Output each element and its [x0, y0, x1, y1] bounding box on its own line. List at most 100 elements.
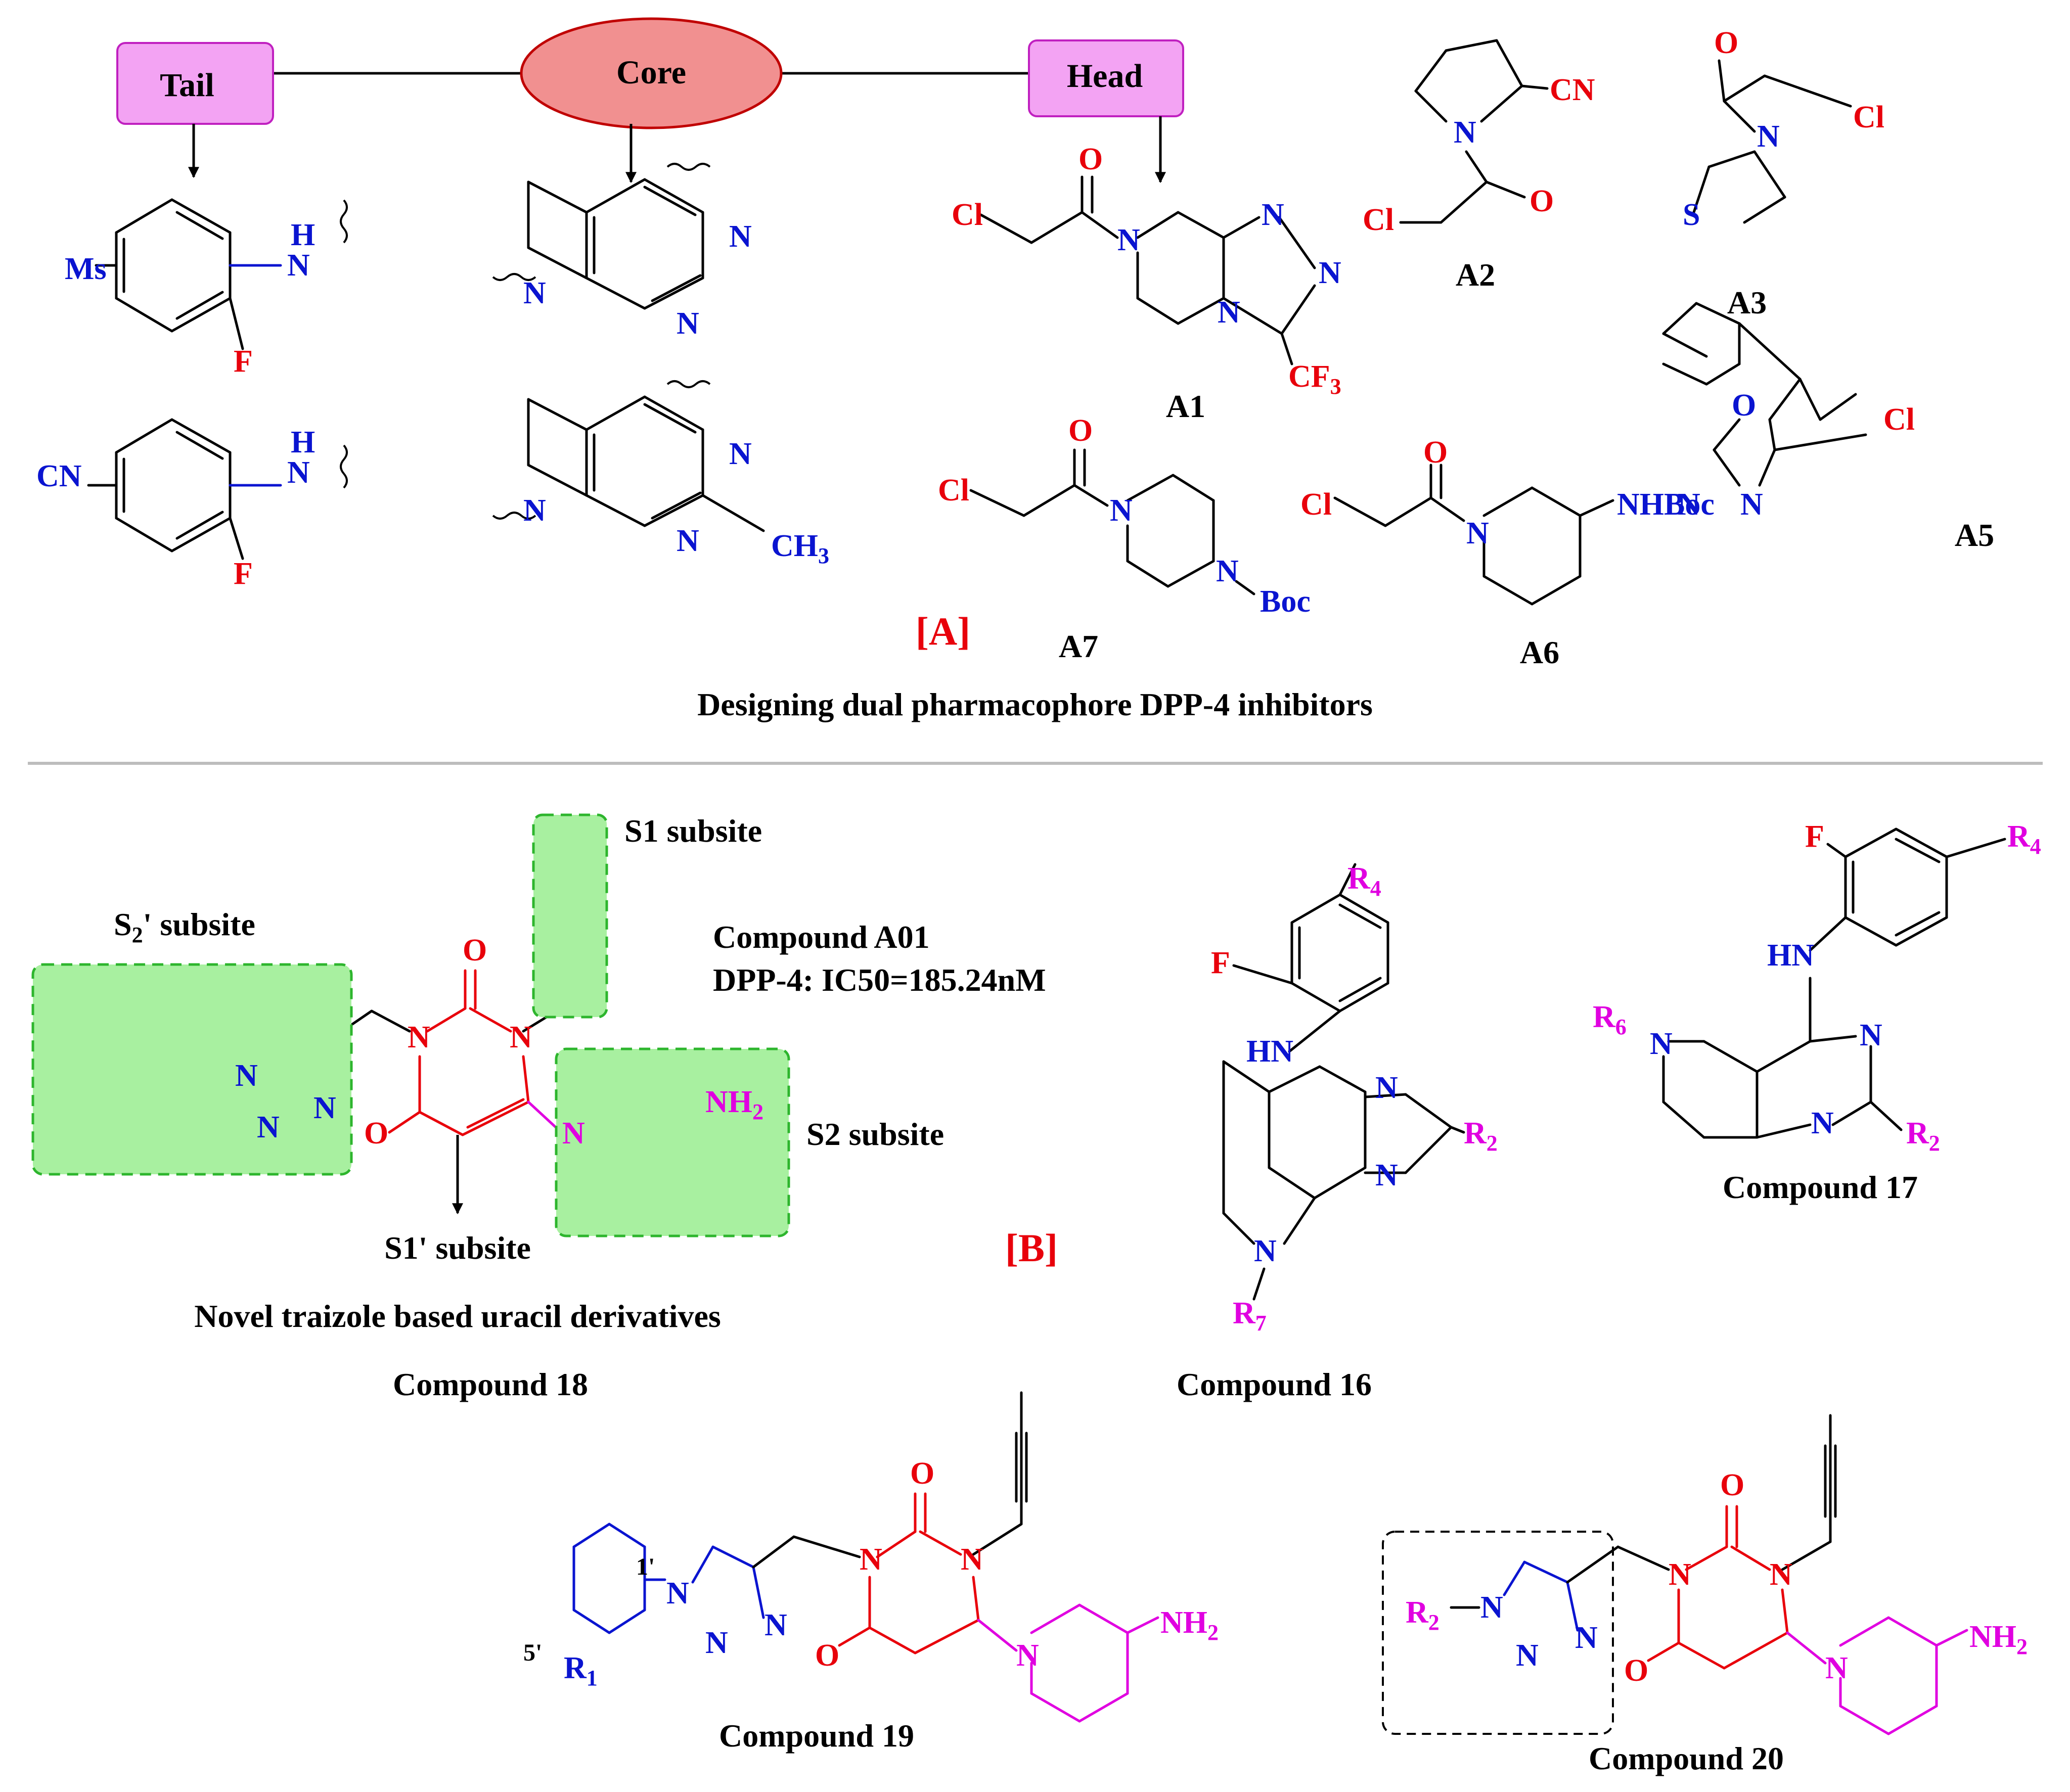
bond — [711, 1545, 755, 1569]
bond — [1177, 211, 1225, 239]
chlorine: Cl — [1853, 100, 1884, 134]
s2-highlight — [555, 1047, 790, 1237]
r-text: R — [1233, 1296, 1256, 1330]
uracil-o: O — [910, 1456, 934, 1491]
nh-text: NH — [1160, 1605, 1207, 1640]
piperidine-n: N — [1825, 1651, 1848, 1685]
bond — [691, 1545, 714, 1584]
bond — [1826, 843, 1847, 858]
bond — [115, 198, 173, 234]
piperidine-n: N — [523, 493, 546, 528]
bond — [1887, 1705, 1938, 1735]
triazole-n: N — [313, 1091, 336, 1125]
bond — [1222, 216, 1261, 239]
nh-text: NH — [705, 1085, 752, 1119]
panel-a: Tail Core Head — [116, 17, 1184, 183]
piperidine-n: N — [523, 276, 546, 310]
subscript: 7 — [1255, 1311, 1267, 1336]
subscript: 1 — [587, 1666, 598, 1690]
bond — [469, 1007, 512, 1033]
tail-label: Tail — [160, 67, 214, 104]
bond — [876, 1530, 917, 1558]
wavy-mark — [492, 273, 536, 281]
fluorine: F — [1805, 819, 1824, 854]
bond — [1662, 1100, 1705, 1139]
bond — [1773, 433, 1867, 451]
bond — [1429, 496, 1465, 522]
pyrimidine-n: N — [677, 306, 699, 341]
r1-group: R1 — [564, 1651, 598, 1690]
carbonyl-o: O — [1068, 413, 1093, 448]
chlorine: Cl — [938, 473, 969, 508]
subscript: 2 — [752, 1099, 763, 1124]
bond — [1713, 448, 1741, 487]
bond — [972, 1576, 980, 1622]
carbonyl-o: O — [1714, 26, 1738, 60]
bond — [1485, 180, 1526, 199]
triazole-dashed-box — [1382, 1531, 1614, 1735]
bond — [643, 395, 704, 431]
bond — [175, 211, 224, 240]
compound-a01-activity: DPP-4: IC50=185.24nM — [713, 962, 1046, 998]
uracil-n: N — [1770, 1557, 1792, 1592]
bond — [643, 403, 697, 434]
triazole-n: N — [1575, 1621, 1598, 1655]
bond — [1338, 893, 1389, 924]
bond — [1078, 1603, 1129, 1634]
bond — [1768, 418, 1776, 451]
bond — [1616, 1545, 1670, 1571]
fluorine: F — [234, 557, 253, 591]
uracil-n: N — [408, 1020, 430, 1054]
uracil-caption: Novel traizole based uracil derivatives — [194, 1298, 721, 1334]
subscript: 2 — [1487, 1131, 1498, 1156]
r4-group: R4 — [1347, 861, 1381, 901]
r-text: R — [1406, 1595, 1429, 1630]
bond — [1232, 964, 1293, 985]
bond — [643, 277, 704, 310]
piperidine-n: N — [1254, 1234, 1277, 1268]
bond — [229, 517, 244, 560]
panel-b-label: [B] — [1005, 1226, 1058, 1270]
ms-group: Ms — [65, 252, 107, 286]
wavy-mark — [340, 444, 348, 489]
bond — [1030, 1692, 1081, 1723]
chlorine: Cl — [1300, 487, 1332, 522]
pyrimidine-n: N — [729, 219, 752, 254]
bond — [1531, 575, 1582, 606]
carbonyl-o: O — [1529, 184, 1554, 218]
bond — [1756, 1123, 1812, 1139]
triazole-n: N — [1218, 295, 1240, 330]
s2prime-rest: ' subsite — [143, 906, 255, 942]
bond — [752, 1535, 795, 1569]
bond — [585, 395, 646, 431]
wavy-attachment-marks — [340, 163, 711, 520]
bond — [1384, 496, 1432, 527]
amine-group: NH2 — [1969, 1620, 2028, 1659]
bond — [461, 1100, 530, 1136]
bond — [1662, 362, 1708, 386]
pyrimidine-n: N — [1860, 1018, 1882, 1052]
tail-box — [116, 42, 274, 125]
uracil-n: N — [961, 1542, 983, 1577]
bond — [1579, 499, 1614, 517]
bond — [1738, 322, 1802, 381]
bond — [388, 1111, 421, 1134]
uracil-o: O — [1720, 1468, 1744, 1502]
r7-group: R7 — [1233, 1296, 1267, 1336]
compound-18-label: Compound 18 — [393, 1366, 588, 1402]
bond — [1030, 1603, 1081, 1634]
bond — [527, 180, 588, 214]
pyrimidine-n: N — [1375, 1158, 1398, 1192]
piperazine-n: N — [1110, 493, 1133, 528]
bond — [1707, 150, 1756, 168]
r-text: R — [564, 1651, 587, 1685]
pyrimidine-n: N — [729, 437, 752, 471]
head-box — [1028, 39, 1184, 117]
bond — [651, 274, 702, 302]
bond — [585, 277, 646, 310]
bond — [1222, 297, 1283, 335]
r-text: R — [1906, 1116, 1929, 1151]
bond — [466, 1098, 525, 1129]
bond — [1126, 474, 1175, 502]
